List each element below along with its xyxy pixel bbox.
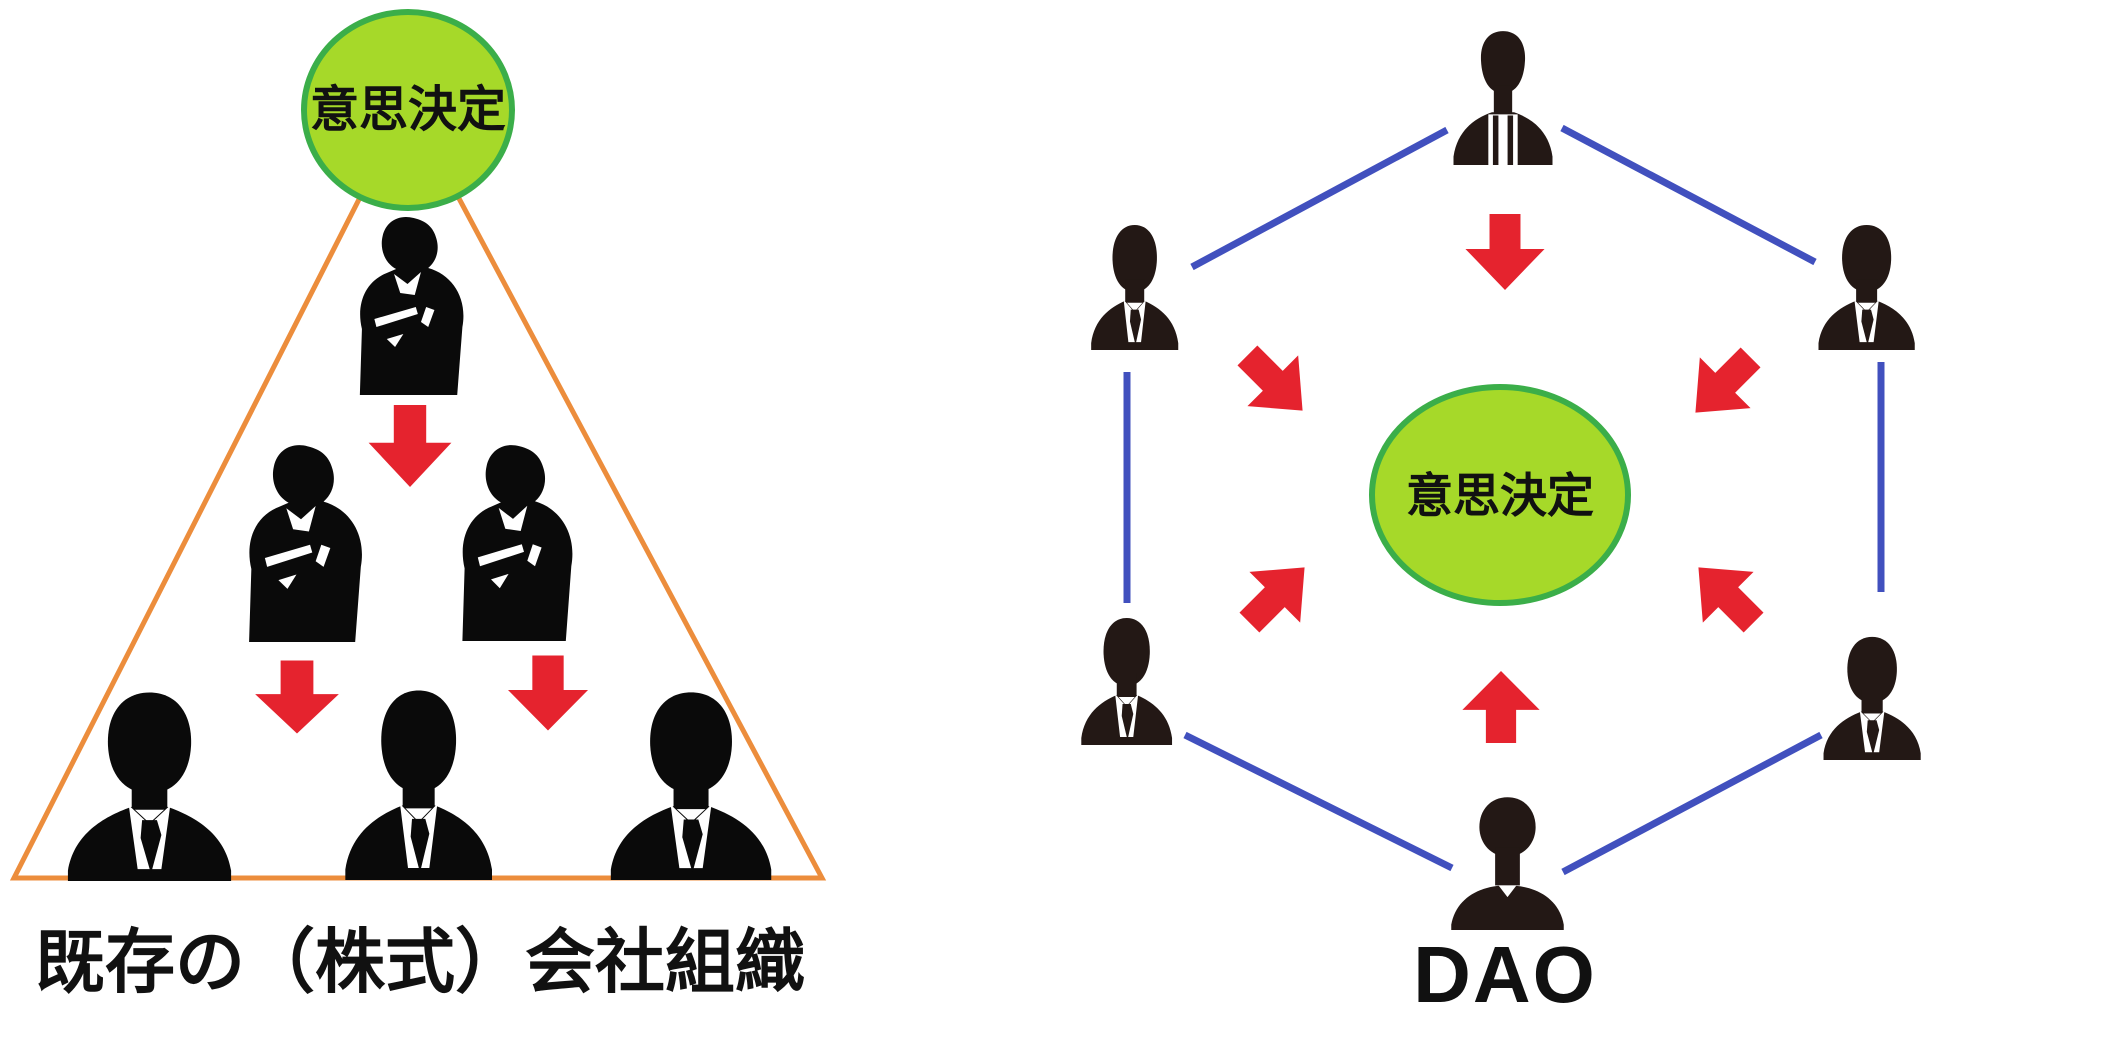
pyramid-mid-person-right-icon [462,445,573,641]
inward-arrow-icon [1673,542,1779,648]
network-edge-line [1561,731,1823,876]
dao-person-bottom-icon [1451,797,1564,930]
pyramid-group [9,9,827,881]
dao-group [1081,31,1921,930]
inward-arrow-icon [1462,671,1540,743]
network-edge-line [1190,126,1449,271]
dao-person-top-right-icon [1818,224,1915,350]
down-arrow-icon [507,655,589,731]
decision-ellipse-right [1369,384,1631,606]
pyramid-bottom-person-center-icon [345,690,492,880]
dao-caption: DAO [1413,930,1597,1019]
decision-label-left: 意思決定 [309,83,506,137]
inward-arrow-icon [1224,542,1330,648]
dao-person-bottom-left-icon [1081,618,1173,745]
down-arrow-icon [368,405,452,487]
pyramid-bottom-person-right-icon [610,692,772,880]
inward-arrow-icon [1465,214,1545,290]
decision-ellipse-left [301,9,515,211]
pyramid-top-person-icon [359,216,464,395]
network-edge-line [1183,731,1454,872]
pyramid-caption: 既存の（株式）会社組織 [35,923,805,1001]
inward-arrow-icon [1222,330,1328,436]
down-arrow-icon [255,660,339,734]
pyramid-mid-person-left-icon [249,445,362,642]
dao-person-top-left-icon [1091,224,1179,350]
decision-label-right: 意思決定 [1406,469,1594,522]
dao-person-bottom-right-icon [1823,636,1921,760]
network-edge-line [1560,124,1817,266]
dao-person-top-icon [1453,31,1553,165]
inward-arrow-icon [1670,332,1776,438]
